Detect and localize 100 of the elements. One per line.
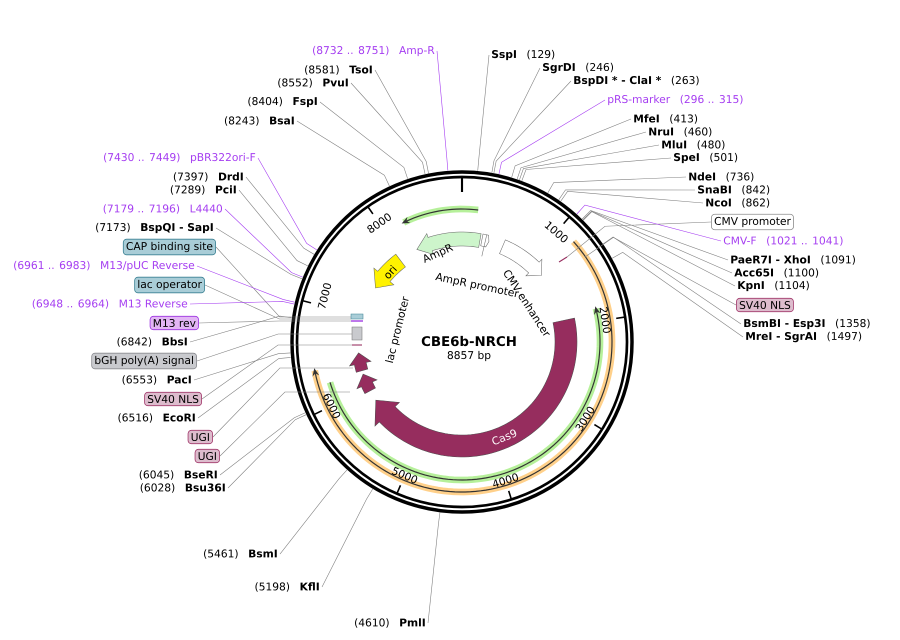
site-label: (7173) BspQI - SapI <box>96 222 213 234</box>
leader-line <box>280 470 348 554</box>
leader-line <box>212 368 354 438</box>
leader-line <box>374 70 429 174</box>
leader-line <box>202 344 352 400</box>
leader-line <box>584 237 736 306</box>
leader-line <box>477 54 490 172</box>
site-label: BspDI * - ClaI * (263) <box>574 76 699 86</box>
feature-box: CAP binding site <box>122 238 216 256</box>
site-label: SspI (129) <box>492 50 554 60</box>
leader-line <box>320 102 408 180</box>
leader-line <box>198 320 352 324</box>
leader-line <box>296 120 390 186</box>
plasmid-name: CBE6b-NRCH <box>422 336 516 346</box>
leader-line <box>194 352 291 380</box>
feature-box: bGH poly(A) signal <box>91 352 197 370</box>
feature-box: SV40 NLS <box>144 392 202 406</box>
site-label: KpnI (1104) <box>738 280 809 292</box>
plasmid-size: 8857 bp <box>448 350 490 362</box>
site-label: MfeI (413) <box>634 114 698 124</box>
site-label: MreI - SgrAI (1497) <box>746 332 862 342</box>
site-label: (8404) FspI <box>248 96 317 108</box>
leader-line <box>511 118 632 178</box>
leader-line <box>498 100 606 174</box>
primer-label: (7179 .. 7196) L4440 <box>104 204 222 214</box>
leader-line <box>198 357 291 418</box>
leader-line <box>246 176 314 255</box>
leader-line <box>582 210 728 260</box>
primer-label: (7430 .. 7449) pBR322ori-F <box>104 152 256 164</box>
leader-line <box>216 228 302 280</box>
feature-box: SV40 NLS <box>736 298 794 312</box>
leader-line <box>566 222 712 258</box>
leader-line <box>583 211 736 286</box>
feature-name: lac promoter <box>385 296 409 363</box>
primer-label: (6961 .. 6983) M13/pUC Reverse <box>14 260 194 272</box>
feature-box: UGI <box>194 448 220 464</box>
site-label: (8243) BsaI <box>224 116 294 126</box>
site-label: (6045) BseRI <box>140 470 217 480</box>
leader-line <box>220 412 306 476</box>
site-label: (5461) BsmI <box>204 549 277 559</box>
site-label: (8552) PvuI <box>278 78 348 88</box>
primer-label: (6948 .. 6964) M13 Reverse <box>32 299 188 309</box>
site-label: SpeI (501) <box>674 152 738 164</box>
leader-line <box>258 158 318 250</box>
leader-line <box>216 246 352 318</box>
site-label: (6553) PacI <box>122 375 191 385</box>
tick-label: 5000 <box>392 466 418 484</box>
leader-line <box>322 488 373 588</box>
feature-name: Cas9 <box>492 429 516 444</box>
site-label: MluI (480) <box>662 140 724 150</box>
leader-line <box>494 80 572 174</box>
leader-line <box>612 252 744 338</box>
feature-name: ori <box>385 264 397 278</box>
tick-label: 7000 <box>318 283 332 308</box>
leader-line <box>220 392 350 456</box>
site-label: (6028) Bsu36I <box>140 483 225 493</box>
leader-line <box>519 144 660 180</box>
feature-box: UGI <box>188 430 213 444</box>
site-label: NcoI (862) <box>706 198 770 208</box>
leader-line <box>190 316 292 342</box>
leader-line <box>516 132 646 180</box>
site-label: (6842) BbsI <box>118 337 187 347</box>
leader-line <box>204 284 352 320</box>
leader-line <box>558 190 696 200</box>
leader-line <box>547 176 686 194</box>
site-label: SgrDI (246) <box>543 62 614 74</box>
site-label: NruI (460) <box>649 127 712 137</box>
site-label: SnaBI (842) <box>698 185 770 195</box>
leader-line <box>492 68 540 173</box>
leader-line <box>190 301 295 304</box>
leader-line <box>436 50 448 171</box>
tick-label: 4000 <box>493 473 518 487</box>
leader-line <box>576 204 722 242</box>
site-label: (7289) PciI <box>170 185 236 195</box>
site-label: Acc65I (1100) <box>734 268 818 278</box>
leader-line <box>196 266 295 302</box>
site-label: NdeI (736) <box>689 172 754 182</box>
leader-line <box>602 236 742 324</box>
primer-label: CMV-F (1021 .. 1041) <box>724 236 843 246</box>
site-label: PaeR7I - XhoI (1091) <box>731 255 855 265</box>
leader-line <box>582 210 732 274</box>
leader-line <box>238 190 308 266</box>
leader-line <box>428 512 440 624</box>
feature-box: CMV promoter <box>711 214 794 230</box>
leader-line <box>228 414 306 488</box>
leader-line <box>350 82 426 174</box>
leader-line <box>522 158 672 182</box>
site-label: BsmBI - Esp3I (1358) <box>744 318 870 330</box>
leader-line <box>560 191 704 204</box>
site-label: (8581) TsoI <box>305 65 372 75</box>
primer-label: (8732 .. 8751) Amp-R <box>313 46 434 56</box>
site-label: (7397) DrdI <box>174 172 243 182</box>
tick-label: 2000 <box>600 306 611 333</box>
site-label: (6516) EcoRI <box>118 413 195 423</box>
tick-label: 6000 <box>324 394 340 418</box>
site-label: (5198) KflI <box>255 582 319 592</box>
feature-box: M13 rev <box>150 316 199 330</box>
site-label: (4610) PmlI <box>355 618 425 628</box>
primer-label: pRS-marker (296 .. 315) <box>608 94 743 106</box>
leader-line <box>224 208 304 278</box>
